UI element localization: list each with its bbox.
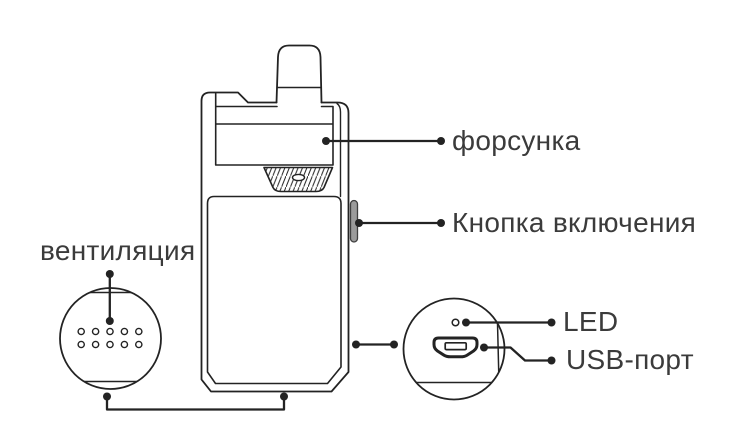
pod-cartridge — [214, 92, 334, 166]
usb-slot — [444, 341, 468, 351]
vent-hole — [91, 327, 100, 336]
artwork — [59, 44, 556, 411]
vent-hole — [120, 327, 129, 336]
leader-dot — [437, 137, 445, 145]
label-led: LED — [563, 306, 619, 337]
leader-dot — [462, 318, 470, 327]
led-leader-line — [462, 318, 556, 327]
leader-lines — [103, 137, 556, 411]
mouthpiece — [275, 44, 323, 104]
circle-connector-line — [352, 340, 398, 349]
led-indicator-icon — [451, 318, 460, 327]
vent-hole — [106, 340, 114, 349]
atomizer-slot — [291, 173, 306, 182]
leader-dot — [322, 137, 330, 145]
leader-dot — [280, 392, 288, 401]
vent-hole — [106, 327, 114, 336]
label-nozzle: форсунка — [452, 125, 581, 156]
battery-panel — [206, 195, 342, 385]
usb-leader-line — [480, 343, 556, 365]
ventilation-holes — [77, 327, 143, 349]
leader-dot — [103, 392, 111, 401]
vent-hole — [91, 340, 100, 349]
usb-zoom-circle — [402, 297, 506, 401]
side-contour — [336, 102, 342, 198]
label-power-button: Кнопка включения — [452, 207, 697, 238]
leader-dot — [105, 317, 114, 325]
leader-dot — [352, 340, 360, 349]
leader-dot — [105, 270, 114, 278]
label-ventilation: вентиляция — [40, 235, 196, 266]
vent-hole — [77, 327, 85, 336]
leader-dot — [437, 219, 445, 227]
leader-dot — [390, 340, 398, 349]
ventilation-leader-line — [105, 270, 114, 325]
power-button-leader-line — [355, 219, 445, 227]
label-usb-port: USB-порт — [566, 344, 694, 375]
bottom-bracket-line — [103, 392, 288, 411]
nozzle-leader-line — [322, 137, 445, 145]
leader-dot — [355, 219, 363, 227]
vent-hole — [120, 340, 129, 349]
leader-dot — [547, 356, 556, 365]
device-body — [200, 44, 359, 393]
leader-dot — [547, 318, 556, 327]
body-outline — [200, 91, 350, 393]
vent-hole — [134, 327, 143, 336]
vent-hole — [134, 340, 143, 349]
vent-hole — [77, 340, 85, 349]
leader-dot — [480, 343, 488, 352]
